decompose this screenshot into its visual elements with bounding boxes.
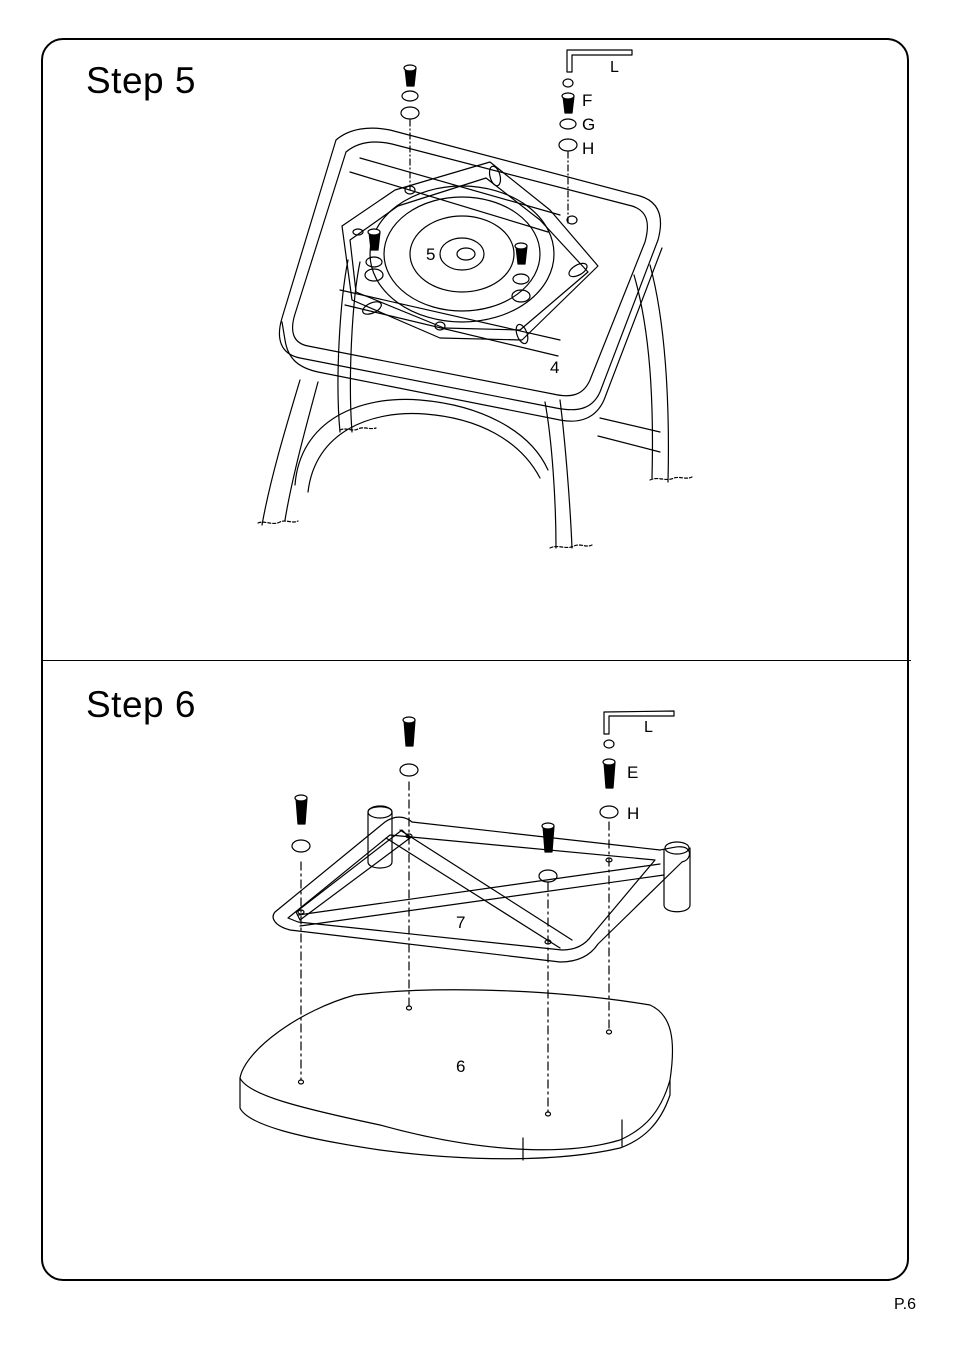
base-bolts [292,717,618,882]
base-frame-7 [273,806,690,962]
step5-illustration: L F G H 5 4 [0,0,954,660]
alignment-guides [301,782,609,1112]
step5-tool-label: L [610,59,619,76]
frame-part-label: 4 [550,358,559,377]
hardware-stack-right [559,50,632,225]
step6-flat-washer-label: H [627,804,639,823]
step6-bolt-label: E [627,763,638,782]
step6-illustration: L E H 7 6 [0,660,954,1280]
base-frame-part-label: 7 [456,913,465,932]
swivel-plate-part-label: 5 [426,245,435,264]
seat-part-label: 6 [456,1057,465,1076]
hardware-stack-left [401,65,419,190]
stool-frame-4 [279,128,662,421]
stool-legs [258,260,692,548]
allen-key-icon [604,711,674,734]
page-number: P.6 [894,1296,916,1314]
step5-flat-washer-label: H [582,139,594,158]
step6-tool-label: L [644,719,653,736]
step5-bolt-label: F [582,91,592,110]
step5-lock-washer-label: G [582,115,595,134]
